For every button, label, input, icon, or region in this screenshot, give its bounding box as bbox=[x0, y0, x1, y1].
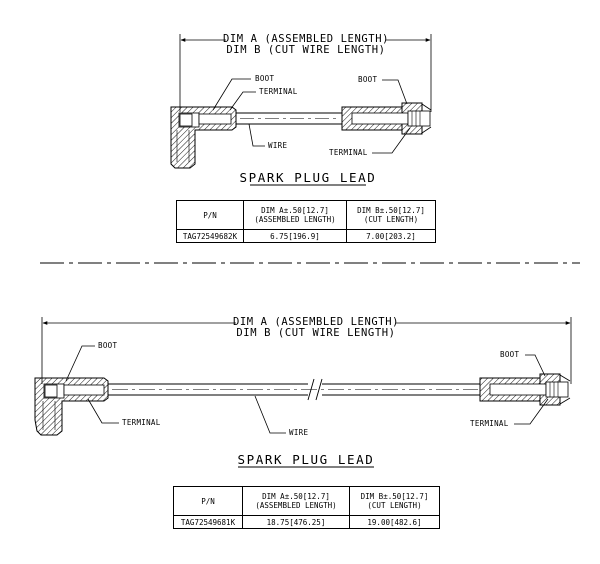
wire bbox=[108, 378, 480, 401]
header-dim-a-line1: DIM A±.50[12.7] bbox=[262, 492, 330, 501]
header-dim-b-line2: (CUT LENGTH) bbox=[367, 501, 422, 510]
header-pn: P/N bbox=[173, 486, 243, 516]
cell-dim-b: 19.00[482.6] bbox=[349, 515, 440, 529]
header-dim-a: DIM A±.50[12.7] (ASSEMBLED LENGTH) bbox=[243, 200, 347, 230]
cell-pn: TAG72549681K bbox=[173, 515, 243, 529]
leader-line bbox=[254, 395, 286, 434]
wire-label: WIRE bbox=[289, 428, 308, 437]
right-boot bbox=[341, 102, 432, 135]
leader-line bbox=[514, 398, 549, 425]
terminal-label-right: TERMINAL bbox=[329, 148, 368, 157]
right-boot bbox=[479, 373, 571, 406]
wire-break-mark bbox=[307, 378, 315, 401]
cell-dim-a: 18.75[476.25] bbox=[242, 515, 350, 529]
wire bbox=[236, 112, 342, 125]
left-boot bbox=[170, 106, 237, 169]
table-row: TAG72549682K 6.75[196.9] 7.00[203.2] bbox=[176, 229, 436, 243]
drawing-1: DIM A (ASSEMBLED LENGTH) DIM B (CUT WIRE… bbox=[170, 33, 432, 186]
dim-b-label: DIM B (CUT WIRE LENGTH) bbox=[236, 327, 395, 339]
header-dim-b: DIM B±.50[12.7] (CUT LENGTH) bbox=[346, 200, 436, 230]
spec-table-2: P/N DIM A±.50[12.7] (ASSEMBLED LENGTH) D… bbox=[173, 486, 440, 529]
spec-table-1: P/N DIM A±.50[12.7] (ASSEMBLED LENGTH) D… bbox=[176, 200, 436, 243]
cell-dim-a: 6.75[196.9] bbox=[243, 229, 347, 243]
left-boot bbox=[34, 377, 109, 436]
boot-label-right: BOOT bbox=[500, 350, 519, 359]
cell-pn: TAG72549682K bbox=[176, 229, 244, 243]
leader-line bbox=[382, 79, 408, 105]
dim-b-label: DIM B (CUT WIRE LENGTH) bbox=[226, 44, 385, 56]
leader-line bbox=[87, 398, 119, 424]
cell-dim-b: 7.00[203.2] bbox=[346, 229, 436, 243]
leader-line bbox=[212, 78, 251, 111]
drawing-title: SPARK PLUG LEAD bbox=[238, 452, 375, 467]
dim-a-label: DIM A (ASSEMBLED LENGTH) bbox=[223, 33, 389, 45]
terminal-label-left: TERMINAL bbox=[122, 418, 161, 427]
leader-line bbox=[372, 127, 411, 154]
leader-line bbox=[248, 123, 265, 147]
header-dim-a-line1: DIM A±.50[12.7] bbox=[261, 206, 329, 215]
dim-a-label: DIM A (ASSEMBLED LENGTH) bbox=[233, 316, 399, 328]
header-dim-a-line2: (ASSEMBLED LENGTH) bbox=[255, 501, 337, 510]
wire-label: WIRE bbox=[268, 141, 287, 150]
terminal-label-left: TERMINAL bbox=[259, 87, 298, 96]
drawing-title: SPARK PLUG LEAD bbox=[240, 170, 377, 185]
leader-line bbox=[65, 345, 95, 382]
boot-label-left: BOOT bbox=[98, 341, 117, 350]
boot-label-left: BOOT bbox=[255, 74, 274, 83]
wire-break-mark bbox=[315, 378, 323, 401]
leader-line bbox=[525, 354, 546, 377]
terminal-label-right: TERMINAL bbox=[470, 419, 509, 428]
drawing-2: DIM A (ASSEMBLED LENGTH) DIM B (CUT WIRE… bbox=[34, 316, 572, 468]
header-dim-b-line1: DIM B±.50[12.7] bbox=[357, 206, 425, 215]
header-dim-a: DIM A±.50[12.7] (ASSEMBLED LENGTH) bbox=[242, 486, 350, 516]
header-pn: P/N bbox=[176, 200, 244, 230]
header-dim-b: DIM B±.50[12.7] (CUT LENGTH) bbox=[349, 486, 440, 516]
leader-line bbox=[229, 91, 256, 111]
boot-label-right: BOOT bbox=[358, 75, 377, 84]
header-dim-a-line2: (ASSEMBLED LENGTH) bbox=[254, 215, 336, 224]
header-dim-b-line1: DIM B±.50[12.7] bbox=[360, 492, 429, 501]
header-dim-b-line2: (CUT LENGTH) bbox=[363, 215, 419, 224]
table-row: TAG72549681K 18.75[476.25] 19.00[482.6] bbox=[173, 515, 440, 529]
